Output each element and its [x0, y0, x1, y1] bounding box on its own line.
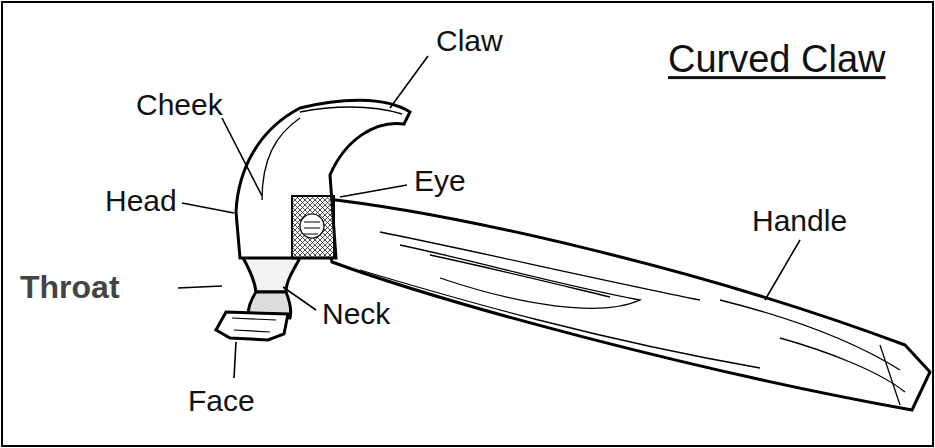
- part-label: Throat: [20, 270, 120, 305]
- handle-shape: [318, 198, 930, 410]
- head-shape: [236, 100, 410, 258]
- part-label: Face: [188, 384, 255, 417]
- part-label: Claw: [436, 24, 503, 57]
- part-label: Neck: [322, 297, 390, 330]
- leader-lines: [178, 56, 800, 378]
- part-label: Eye: [414, 164, 466, 197]
- part-label: Cheek: [136, 88, 223, 121]
- part-label: Head: [105, 184, 177, 217]
- part-label: Handle: [752, 204, 847, 237]
- diagram-title: Curved Claw: [668, 39, 886, 81]
- neck-face-shape: [216, 256, 300, 340]
